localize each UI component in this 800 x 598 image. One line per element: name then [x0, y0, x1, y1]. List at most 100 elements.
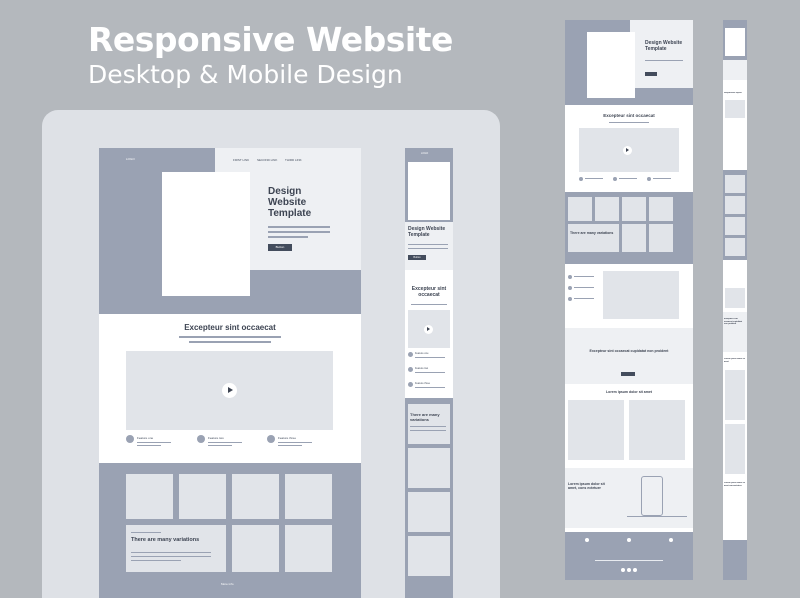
desktop-section-title: Excepteur sint occaecat	[184, 323, 276, 332]
desktop-gallery-tile[interactable]	[285, 474, 332, 519]
mobile-gallery-tile[interactable]	[725, 217, 745, 235]
desktop-gallery-tile[interactable]	[232, 474, 279, 519]
laptop-mockup	[627, 516, 687, 522]
desktop-hero-button[interactable]: Button	[268, 244, 292, 251]
desktop-hero-text-line	[268, 236, 308, 238]
long-media-placeholder	[603, 271, 679, 319]
long-feature-icon	[613, 177, 617, 181]
desktop-nav-third[interactable]: THIRD LINK	[285, 158, 302, 162]
tablet-gallery-tile[interactable]	[408, 492, 450, 532]
play-icon	[626, 148, 629, 152]
social-icon[interactable]	[627, 568, 631, 572]
tablet-feature-one-label: Feature one	[415, 352, 429, 355]
tablet-feature-two-line	[415, 372, 445, 373]
tablet-gallery-tile[interactable]	[408, 448, 450, 488]
tablet-variations-title: There are many variations	[410, 412, 440, 422]
desktop-feature-three-label: Feature three	[278, 436, 297, 440]
long-cta-button[interactable]	[621, 372, 635, 376]
desktop-section-line	[189, 341, 271, 343]
tablet-feature-one-icon	[408, 352, 413, 357]
social-icon[interactable]	[633, 568, 637, 572]
desktop-feature-one-line	[137, 442, 171, 443]
long-gallery-tile[interactable]	[568, 197, 592, 221]
tablet-feature-two-icon	[408, 367, 413, 372]
long-feature-line	[653, 178, 671, 179]
long-list-line	[574, 298, 594, 299]
long-footer-line	[595, 560, 663, 561]
desktop-nav-second[interactable]: SECOND LINK	[257, 158, 278, 162]
subtitle: Desktop & Mobile Design	[88, 60, 403, 89]
long-hero-button[interactable]	[645, 72, 657, 76]
desktop-hero-title: Design Website Template	[268, 186, 312, 219]
desktop-section-line	[179, 336, 281, 338]
long-list-icon	[568, 275, 572, 279]
long-gallery-tile[interactable]	[649, 197, 673, 221]
long-hero-panel	[630, 20, 693, 88]
desktop-page: LOGO FIRST LINK SECOND LINK THIRD LINK D…	[99, 148, 361, 598]
desktop-feature-one-label: Feature one	[137, 436, 154, 440]
long-variations-title: There are many variations	[570, 231, 614, 235]
tablet-hero-line	[408, 248, 448, 249]
long-footer-icon	[669, 538, 673, 542]
long-list-icon	[568, 286, 572, 290]
long-feature-icon	[647, 177, 651, 181]
tablet-logo[interactable]: LOGO	[421, 152, 429, 155]
desktop-feature-two-line	[208, 442, 242, 443]
desktop-feature-three-line	[278, 442, 312, 443]
long-gallery-tile[interactable]	[622, 197, 646, 221]
desktop-variations-line	[131, 560, 181, 561]
desktop-feature-three-line	[278, 445, 302, 446]
long-gallery-tile[interactable]	[595, 197, 619, 221]
tablet-variations-box	[408, 404, 450, 444]
desktop-hero-text-line	[268, 226, 330, 228]
desktop-feature-two-icon	[197, 435, 205, 443]
long-play-button[interactable]	[623, 146, 632, 155]
mobile-pricing-card	[725, 424, 745, 474]
tablet-gallery-tile[interactable]	[408, 536, 450, 576]
tablet-hero-button[interactable]: Button	[408, 255, 426, 260]
mobile-gallery-tile[interactable]	[725, 175, 745, 193]
desktop-variations-line	[131, 532, 161, 533]
tablet-play-button[interactable]	[424, 325, 433, 334]
long-feature-line	[585, 178, 603, 179]
mobile-cta	[723, 312, 747, 352]
mobile-video	[725, 100, 745, 118]
long-cta-title: Excepteur sint occaecat cupidatat non pr…	[589, 349, 669, 353]
desktop-gallery-tile[interactable]	[179, 474, 226, 519]
tablet-hero-title: Design Website Template	[408, 226, 446, 238]
desktop-gallery-tile[interactable]	[285, 525, 332, 572]
desktop-gallery-tile[interactable]	[126, 474, 173, 519]
tablet-section-title: Excepteur sint occaecat	[411, 286, 447, 298]
mobile-strip-page: Responsive layout Excepteur sint occaeca…	[723, 20, 747, 580]
long-gallery-tile[interactable]	[649, 224, 673, 252]
long-feature-line	[619, 178, 637, 179]
social-icon[interactable]	[621, 568, 625, 572]
tablet-hero-panel	[405, 222, 453, 270]
mobile-footer	[723, 540, 747, 580]
long-gallery-tile[interactable]	[622, 224, 646, 252]
long-variations-box	[568, 224, 619, 252]
desktop-more-link[interactable]: More info	[221, 582, 234, 586]
desktop-play-button[interactable]	[222, 383, 237, 398]
tablet-page: LOGO Design Website Template Button Exce…	[405, 148, 453, 598]
long-footer-icon	[585, 538, 589, 542]
desktop-nav-first[interactable]: FIRST LINK	[233, 158, 250, 162]
desktop-gallery-tile[interactable]	[232, 525, 279, 572]
long-section-title: Excepteur sint occaecat	[603, 113, 655, 118]
tablet-feature-three-icon	[408, 382, 413, 387]
mobile-pricing-card	[725, 370, 745, 420]
mobile-title-2: Excepteur sint occaecat cupidatat non pr…	[724, 318, 743, 325]
tablet-feature-three-label: Feature three	[415, 382, 431, 385]
tablet-variations-line	[410, 430, 446, 431]
desktop-feature-two-line	[208, 445, 232, 446]
desktop-logo[interactable]: LOGO	[126, 157, 135, 161]
mobile-title-4: Lorem ipsum dolor sit amet consectetuer	[724, 482, 746, 487]
tablet-hero-image	[408, 162, 450, 220]
desktop-feature-three-icon	[267, 435, 275, 443]
play-icon	[228, 387, 233, 393]
tablet-section-line	[411, 304, 447, 305]
mobile-media	[725, 288, 745, 308]
play-icon	[427, 327, 430, 331]
mobile-gallery-tile[interactable]	[725, 196, 745, 214]
mobile-gallery-tile[interactable]	[725, 238, 745, 256]
